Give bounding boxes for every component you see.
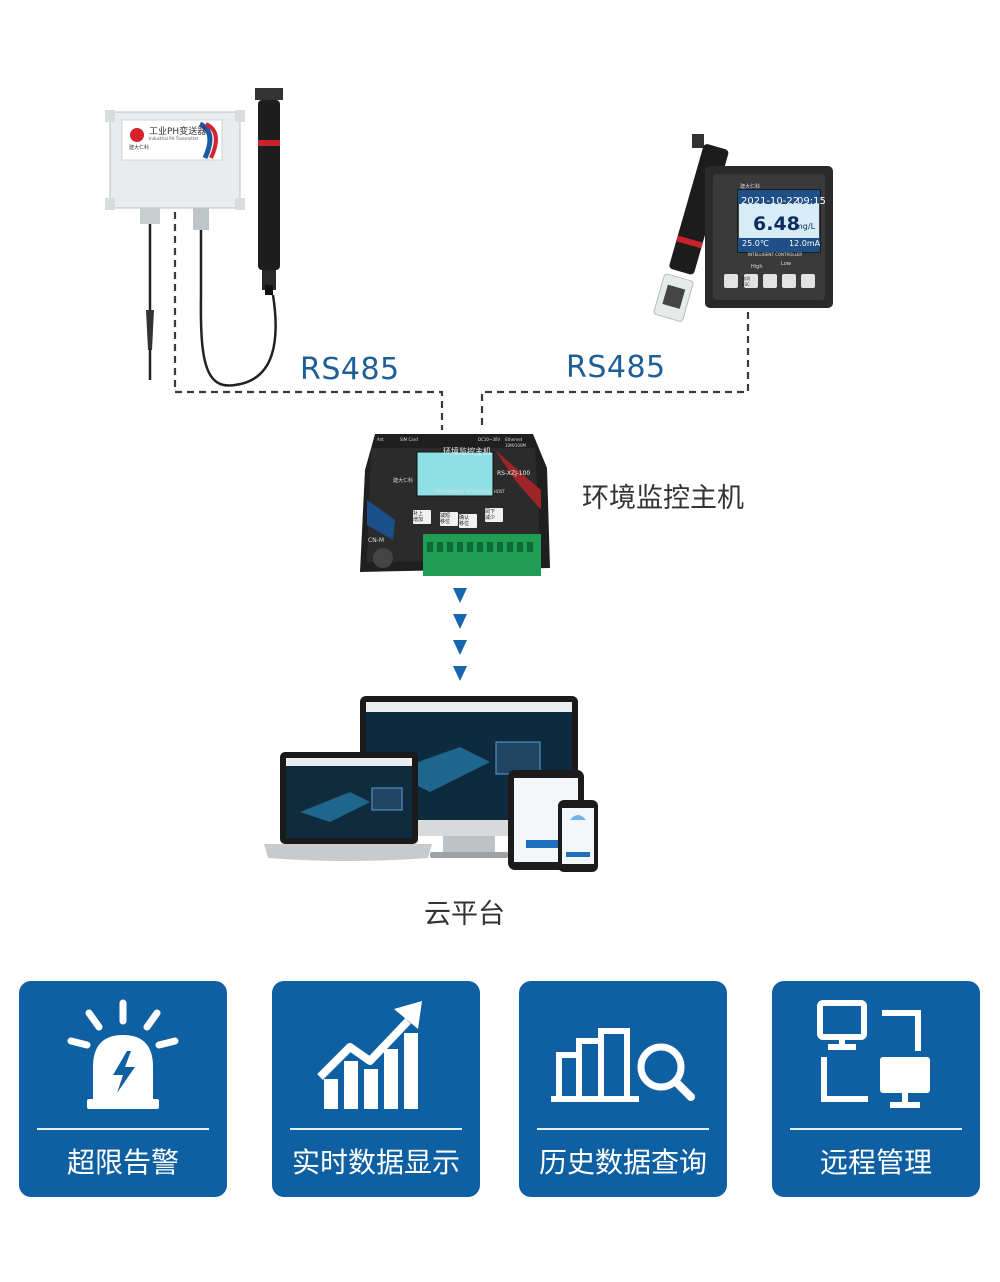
host-btn1-bottom: 增加 bbox=[413, 517, 424, 523]
feature-card-rule bbox=[37, 1128, 209, 1130]
downlink-arrows bbox=[453, 588, 467, 681]
cloud-devices bbox=[264, 696, 598, 872]
feature-card-realtime: 实时数据显示 bbox=[272, 981, 480, 1197]
controller-time: 09:15 bbox=[797, 196, 826, 207]
host-subtitle: ENVIRONMENT MONITORING HOST bbox=[435, 489, 505, 494]
connection-lines bbox=[173, 212, 750, 681]
ph-transmitter bbox=[105, 88, 283, 387]
rs485-label-left: RS485 bbox=[300, 352, 400, 387]
host-top-eth: Ethernet bbox=[505, 437, 523, 442]
feature-label-alarm: 超限告警 bbox=[66, 1146, 179, 1179]
host-caption: 环境监控主机 bbox=[582, 483, 744, 514]
feature-label-realtime: 实时数据显示 bbox=[291, 1146, 460, 1179]
intelligent-controller bbox=[653, 134, 833, 322]
host-btn3-top: 确认 bbox=[459, 515, 470, 521]
controller-date: 2021-10-22 bbox=[741, 196, 800, 207]
left-rs485-link bbox=[173, 212, 444, 430]
host-top-sim: SIM Card bbox=[400, 437, 418, 442]
controller-esc-cn: 取消 bbox=[742, 276, 750, 281]
host-top-ant: Ant bbox=[377, 437, 384, 442]
right-rs485-link bbox=[480, 312, 750, 430]
feature-card-history: 历史数据查询 bbox=[519, 981, 727, 1197]
controller-current: 12.0mA bbox=[789, 239, 821, 248]
host-title: 环境监控主机 bbox=[443, 447, 491, 456]
rising-chart-icon bbox=[317, 1001, 422, 1109]
controller-footer: INTELLIGENT CONTROLLER bbox=[748, 252, 803, 257]
controller-brand: 建大仁科 bbox=[740, 184, 761, 190]
ph-transmitter-subtitle: Industrial PH Transmitter bbox=[149, 136, 199, 141]
host-top-eth-speed: 10M/100M bbox=[505, 443, 526, 448]
controller-esc-en: ESC bbox=[742, 282, 750, 287]
rs485-label-right: RS485 bbox=[566, 350, 666, 385]
host-brand: 建大仁科 bbox=[393, 478, 414, 484]
host-model: RS-XZJ-100 bbox=[497, 470, 531, 477]
ph-transmitter-brand: 建大仁科 bbox=[129, 145, 150, 151]
host-btn4-top: 阅下 bbox=[485, 509, 496, 515]
environment-monitoring-host bbox=[360, 434, 550, 576]
controller-low: Low bbox=[781, 261, 791, 267]
feature-label-history: 历史数据查询 bbox=[538, 1146, 707, 1179]
feature-card-remote: 远程管理 bbox=[772, 981, 980, 1197]
controller-reading-unit: mg/L bbox=[795, 222, 816, 231]
feature-card-rule bbox=[790, 1128, 962, 1130]
host-btn2-bottom: 移位 bbox=[440, 519, 451, 525]
feature-card-alarm: 超限告警 bbox=[19, 981, 227, 1197]
host-btn2-top: 减短 bbox=[440, 513, 451, 519]
controller-high: High bbox=[751, 264, 763, 270]
bar-search-icon bbox=[551, 1028, 695, 1102]
alarm-light-icon bbox=[67, 999, 179, 1109]
host-btn3-bottom: 移位 bbox=[459, 521, 470, 527]
feature-label-remote: 远程管理 bbox=[819, 1146, 932, 1179]
host-btn1-top: 补上 bbox=[413, 511, 424, 517]
feature-card-rule bbox=[290, 1128, 462, 1130]
cloud-caption: 云平台 bbox=[424, 899, 505, 930]
controller-temperature: 25.0℃ bbox=[742, 239, 769, 248]
feature-card-rule bbox=[537, 1128, 709, 1130]
host-top-power: DC10~30V bbox=[478, 437, 501, 442]
host-btn4-bottom: 减少 bbox=[485, 515, 496, 521]
remote-network-icon bbox=[817, 1000, 930, 1108]
host-cn-label: CN-M bbox=[368, 537, 385, 544]
ph-transmitter-title: 工业PH变送器 bbox=[149, 127, 207, 137]
controller-reading: 6.48 bbox=[753, 213, 800, 235]
